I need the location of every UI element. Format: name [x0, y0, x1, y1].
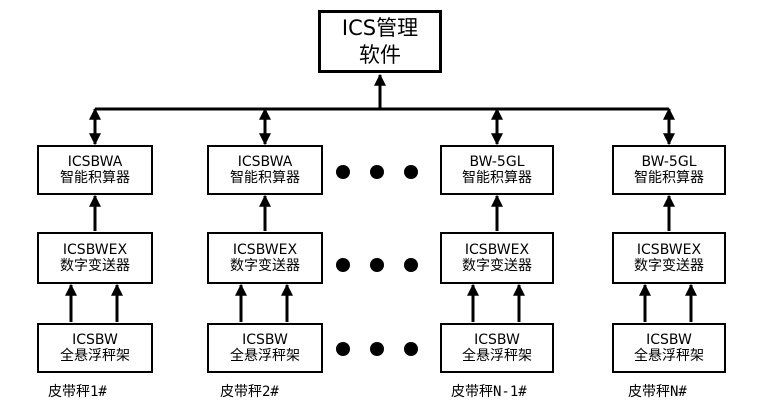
integrator-box-col4: BW-5GL 智能积算器	[612, 145, 726, 195]
transmitter-name: 数字变送器	[230, 258, 300, 274]
integrator-name: 智能积算器	[60, 170, 130, 186]
frame-box-col4: ICSBW 全悬浮秤架	[612, 323, 726, 373]
frame-box-col1: ICSBW 全悬浮秤架	[37, 323, 153, 373]
frame-name: 全悬浮秤架	[60, 348, 130, 364]
integrator-box-col1: ICSBWA 智能积算器	[37, 145, 153, 195]
transmitter-model: ICSBWEX	[232, 241, 298, 258]
ellipsis-dot	[404, 342, 418, 356]
transmitter-name: 数字变送器	[60, 258, 130, 274]
frame-box-col3: ICSBW 全悬浮秤架	[440, 323, 554, 373]
transmitter-name: 数字变送器	[462, 258, 532, 274]
frame-model: ICSBW	[242, 331, 288, 348]
frame-model: ICSBW	[474, 331, 520, 348]
transmitter-box-col3: ICSBWEX 数字变送器	[440, 232, 554, 284]
frame-model: ICSBW	[72, 331, 118, 348]
ellipsis-dot	[404, 165, 418, 179]
integrator-name: 智能积算器	[462, 170, 532, 186]
transmitter-box-col4: ICSBWEX 数字变送器	[612, 232, 726, 284]
ellipsis-dot	[336, 342, 350, 356]
belt-scale-caption-col4: 皮带秤N#	[628, 384, 687, 400]
integrator-box-col3: BW-5GL 智能积算器	[440, 145, 554, 195]
software-title-line1: ICS管理	[341, 16, 419, 41]
integrator-model: BW-5GL	[469, 153, 525, 170]
transmitter-name: 数字变送器	[634, 258, 704, 274]
frame-name: 全悬浮秤架	[462, 348, 532, 364]
ellipsis-dot	[336, 165, 350, 179]
belt-scale-caption-col2: 皮带秤2#	[220, 384, 279, 400]
frame-model: ICSBW	[646, 331, 692, 348]
transmitter-model: ICSBWEX	[636, 241, 702, 258]
frame-name: 全悬浮秤架	[230, 348, 300, 364]
integrator-model: ICSBWA	[237, 153, 293, 170]
ellipsis-dot	[336, 258, 350, 272]
frame-name: 全悬浮秤架	[634, 348, 704, 364]
integrator-model: BW-5GL	[641, 153, 697, 170]
ellipsis-dot	[404, 258, 418, 272]
transmitter-box-col1: ICSBWEX 数字变送器	[37, 232, 153, 284]
belt-scale-caption-col1: 皮带秤1#	[48, 384, 107, 400]
transmitter-box-col2: ICSBWEX 数字变送器	[207, 232, 323, 284]
frame-box-col2: ICSBW 全悬浮秤架	[207, 323, 323, 373]
integrator-name: 智能积算器	[634, 170, 704, 186]
transmitter-model: ICSBWEX	[464, 241, 530, 258]
ics-management-software-box: ICS管理 软件	[318, 10, 442, 73]
transmitter-model: ICSBWEX	[62, 241, 128, 258]
ellipsis-dot	[370, 342, 384, 356]
integrator-box-col2: ICSBWA 智能积算器	[207, 145, 323, 195]
integrator-name: 智能积算器	[230, 170, 300, 186]
integrator-model: ICSBWA	[67, 153, 123, 170]
ellipsis-dot	[370, 165, 384, 179]
software-title-line2: 软件	[359, 42, 401, 67]
belt-scale-caption-col3: 皮带秤N-1#	[451, 384, 527, 400]
ellipsis-dot	[370, 258, 384, 272]
